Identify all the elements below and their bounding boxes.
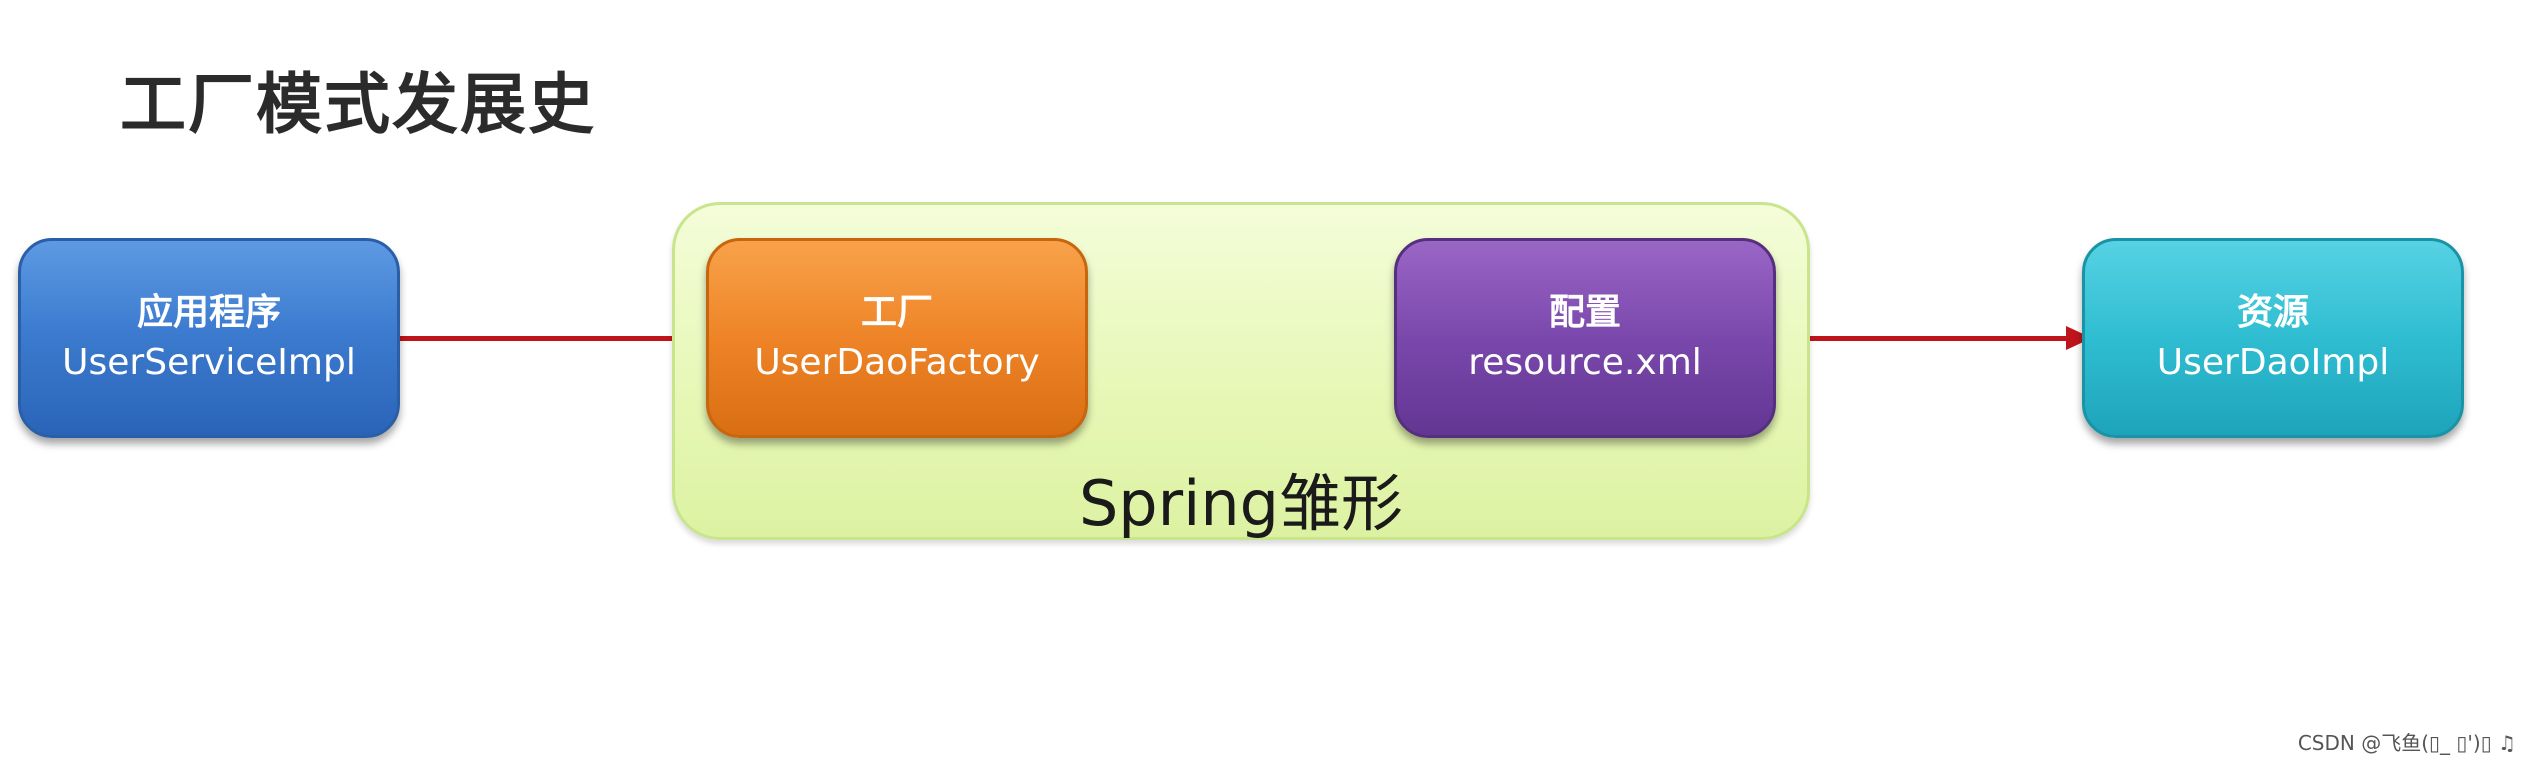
- watermark: CSDN @飞鱼(▯_ ▯')▯ ♫: [2297, 731, 2516, 755]
- node-application: 应用程序 UserServiceImpl: [18, 238, 400, 438]
- node-factory-class: UserDaoFactory: [754, 342, 1040, 383]
- node-resource-class: UserDaoImpl: [2156, 342, 2390, 383]
- spring-container-label: Spring雏形: [1078, 467, 1404, 540]
- node-application-class: UserServiceImpl: [62, 342, 356, 383]
- diagram-title: 工厂模式发展史: [120, 66, 596, 143]
- node-application-title: 应用程序: [136, 291, 281, 333]
- node-factory: 工厂 UserDaoFactory: [706, 238, 1088, 438]
- node-resource: 资源 UserDaoImpl: [2082, 238, 2464, 438]
- connector-app-to-spring: [400, 336, 672, 341]
- connector-spring-to-resource: [1810, 336, 2074, 341]
- node-factory-title: 工厂: [860, 291, 933, 333]
- node-config-file: resource.xml: [1468, 342, 1702, 383]
- node-config-title: 配置: [1548, 291, 1621, 333]
- node-config: 配置 resource.xml: [1394, 238, 1776, 438]
- node-resource-title: 资源: [2236, 291, 2309, 333]
